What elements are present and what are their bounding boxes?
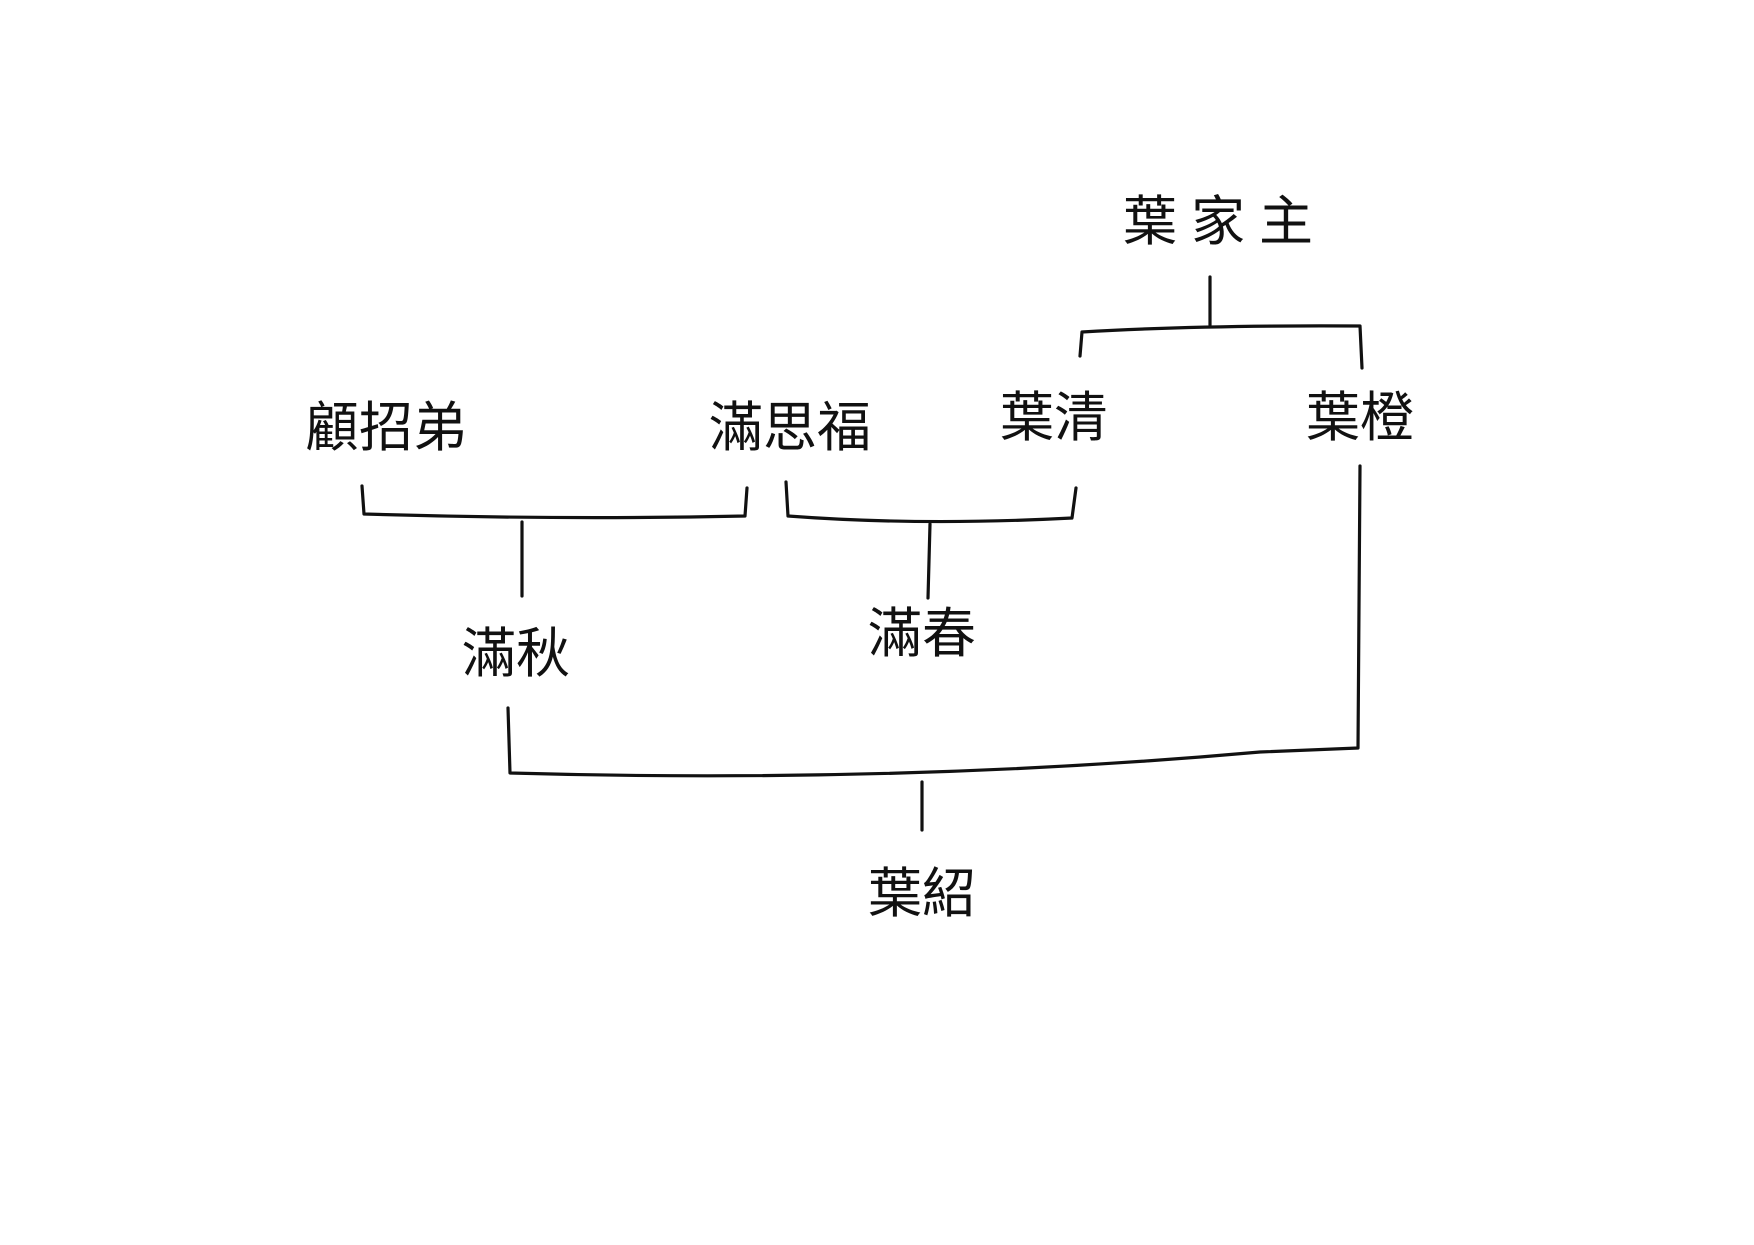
node-man-qiu: 滿秋 — [462, 622, 570, 685]
node-ye-jiazhu: 葉家主 — [1123, 190, 1327, 253]
node-ye-qing: 葉清 — [1000, 386, 1108, 449]
node-ye-shao: 葉紹 — [868, 862, 976, 925]
connector-man-ye-couple — [784, 480, 1078, 524]
connector-manqiu-yecheng — [506, 464, 1362, 778]
connector-manchun-stem — [926, 522, 932, 600]
connector-gu-man-couple — [360, 484, 749, 520]
node-ye-cheng: 葉橙 — [1306, 386, 1414, 449]
node-man-chun: 滿春 — [868, 602, 976, 665]
connector-jiazhu-children — [1078, 324, 1364, 370]
node-gu-zhaodi: 顧招弟 — [305, 396, 467, 459]
node-man-sifu: 滿思福 — [709, 396, 871, 459]
